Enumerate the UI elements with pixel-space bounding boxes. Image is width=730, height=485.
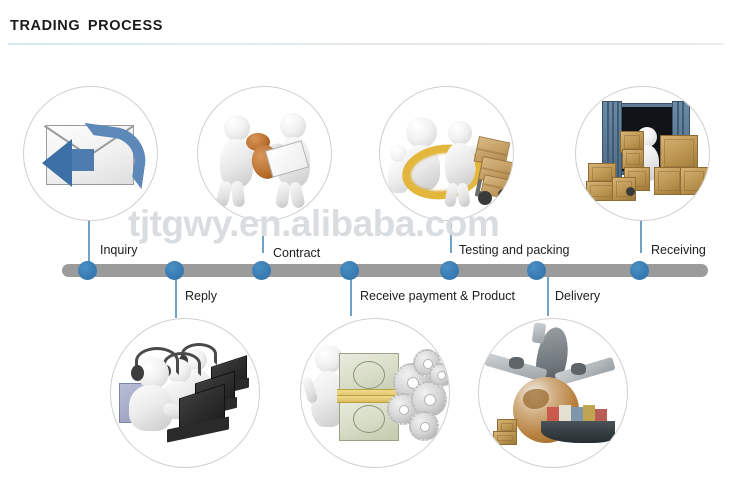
money-gears-icon: [301, 319, 449, 467]
connector-stem-1: [88, 219, 90, 265]
timeline-node-1[interactable]: [78, 261, 97, 280]
timeline-node-5[interactable]: [440, 261, 459, 280]
step-icon-testing-packing: [379, 86, 514, 221]
step-label-5: Testing and packing: [459, 243, 570, 257]
plane-globe-ship-icon: [479, 319, 627, 467]
step-icon-reply: [110, 318, 260, 468]
step-label-4: Receive payment & Product: [360, 289, 515, 303]
step-label-7: Receiving: [651, 243, 706, 257]
envelope-reply-icon: [24, 87, 157, 220]
connector-stem-2: [175, 272, 177, 318]
step-icon-delivery: [478, 318, 628, 468]
timeline-node-6[interactable]: [527, 261, 546, 280]
step-label-2: Reply: [185, 289, 217, 303]
page-title: TRADING PROCESS: [10, 18, 163, 34]
connector-stem-3: [262, 219, 264, 253]
step-label-1: Inquiry: [100, 243, 138, 257]
timeline-node-4[interactable]: [340, 261, 359, 280]
step-label-3: Contract: [273, 246, 321, 260]
ring-handtruck-icon: [380, 87, 513, 220]
connector-stem-5: [450, 219, 452, 253]
connector-stem-7: [640, 219, 642, 253]
step-icon-receive-payment: [300, 318, 450, 468]
connector-stem-6: [547, 272, 549, 316]
timeline-node-2[interactable]: [165, 261, 184, 280]
timeline-node-3[interactable]: [252, 261, 271, 280]
header-divider: [8, 43, 724, 45]
step-label-6: Delivery: [555, 289, 601, 303]
call-center-icon: [111, 319, 259, 467]
step-icon-receiving: [575, 86, 710, 221]
handshake-contract-icon: [198, 87, 331, 220]
step-icon-inquiry: [23, 86, 158, 221]
process-timeline-bar: [62, 264, 708, 277]
connector-stem-4: [350, 272, 352, 316]
timeline-node-7[interactable]: [630, 261, 649, 280]
step-icon-contract: [197, 86, 332, 221]
shipping-container-icon: [576, 87, 709, 220]
